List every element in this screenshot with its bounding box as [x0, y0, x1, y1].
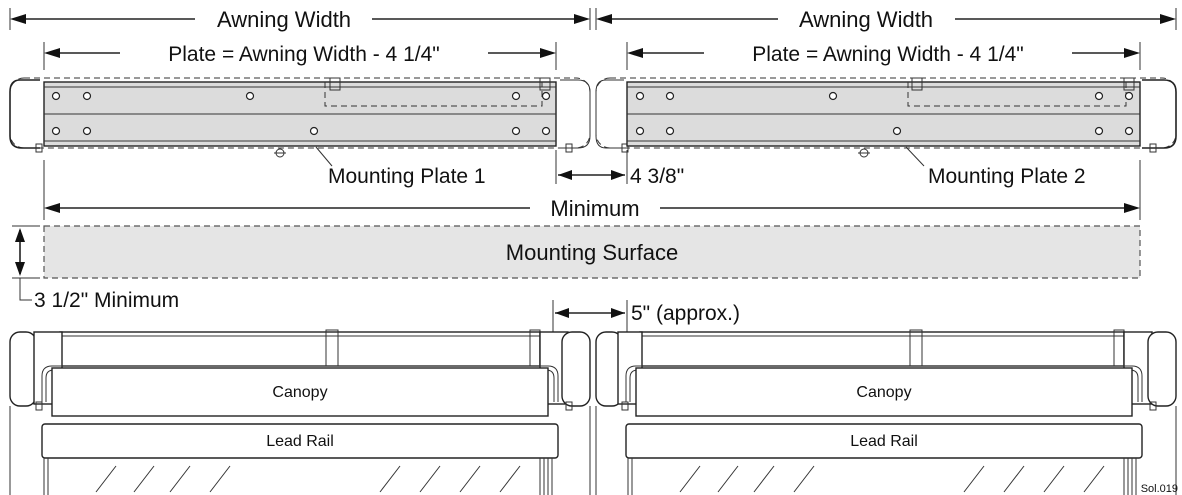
min-3-1-2-dimension: 3 1/2" Minimum — [12, 225, 179, 312]
mounting-plate-1-label: Mounting Plate 1 — [328, 165, 486, 188]
gap-4-3-8-dimension: 4 3/8" — [555, 150, 684, 188]
awning-width-right-dimension: Awning Width — [595, 7, 1177, 32]
figure-code: Sol.019 — [1141, 483, 1178, 495]
plate-formula-right-dimension: Plate = Awning Width - 4 1/4" — [626, 42, 1141, 70]
awning-width-right-label: Awning Width — [799, 7, 933, 32]
minimum-label: Minimum — [550, 196, 639, 221]
awning-width-left-label: Awning Width — [217, 7, 351, 32]
plate-formula-right-label: Plate = Awning Width - 4 1/4" — [752, 43, 1023, 66]
canopy-2-label: Canopy — [856, 384, 911, 401]
canopy-2 — [635, 367, 1133, 417]
lead-rail-2-label: Lead Rail — [850, 433, 918, 450]
min-3-1-2-label: 3 1/2" Minimum — [34, 289, 179, 312]
plate-formula-left-dimension: Plate = Awning Width - 4 1/4" — [43, 42, 557, 70]
lead-rail-2 — [625, 423, 1143, 459]
mounting-plate-2-label: Mounting Plate 2 — [928, 165, 1086, 188]
lead-rail-1 — [41, 423, 559, 459]
gap-5-approx-label: 5" (approx.) — [631, 302, 740, 325]
mounting-surface: Mounting Surface — [43, 225, 1141, 279]
awning-1-top-view — [9, 77, 591, 158]
mounting-surface-label: Mounting Surface — [506, 240, 678, 265]
plate-2-holes — [635, 91, 1134, 136]
plate-formula-left-label: Plate = Awning Width - 4 1/4" — [168, 43, 439, 66]
awning-2-front-view: Canopy Lead Rail — [595, 329, 1177, 495]
gap-4-3-8-label: 4 3/8" — [630, 165, 684, 188]
minimum-dimension: Minimum — [43, 160, 1141, 221]
awning-width-left-dimension: Awning Width — [9, 7, 591, 32]
plate-1-holes — [51, 91, 551, 136]
canopy-1 — [51, 367, 549, 417]
canopy-1-label: Canopy — [272, 384, 327, 401]
lead-rail-1-label: Lead Rail — [266, 433, 334, 450]
awning-2-top-view — [595, 77, 1177, 158]
gap-5-approx-dimension: 5" (approx.) — [552, 300, 740, 338]
awning-1-front-view: Canopy Lead Rail — [9, 329, 591, 495]
